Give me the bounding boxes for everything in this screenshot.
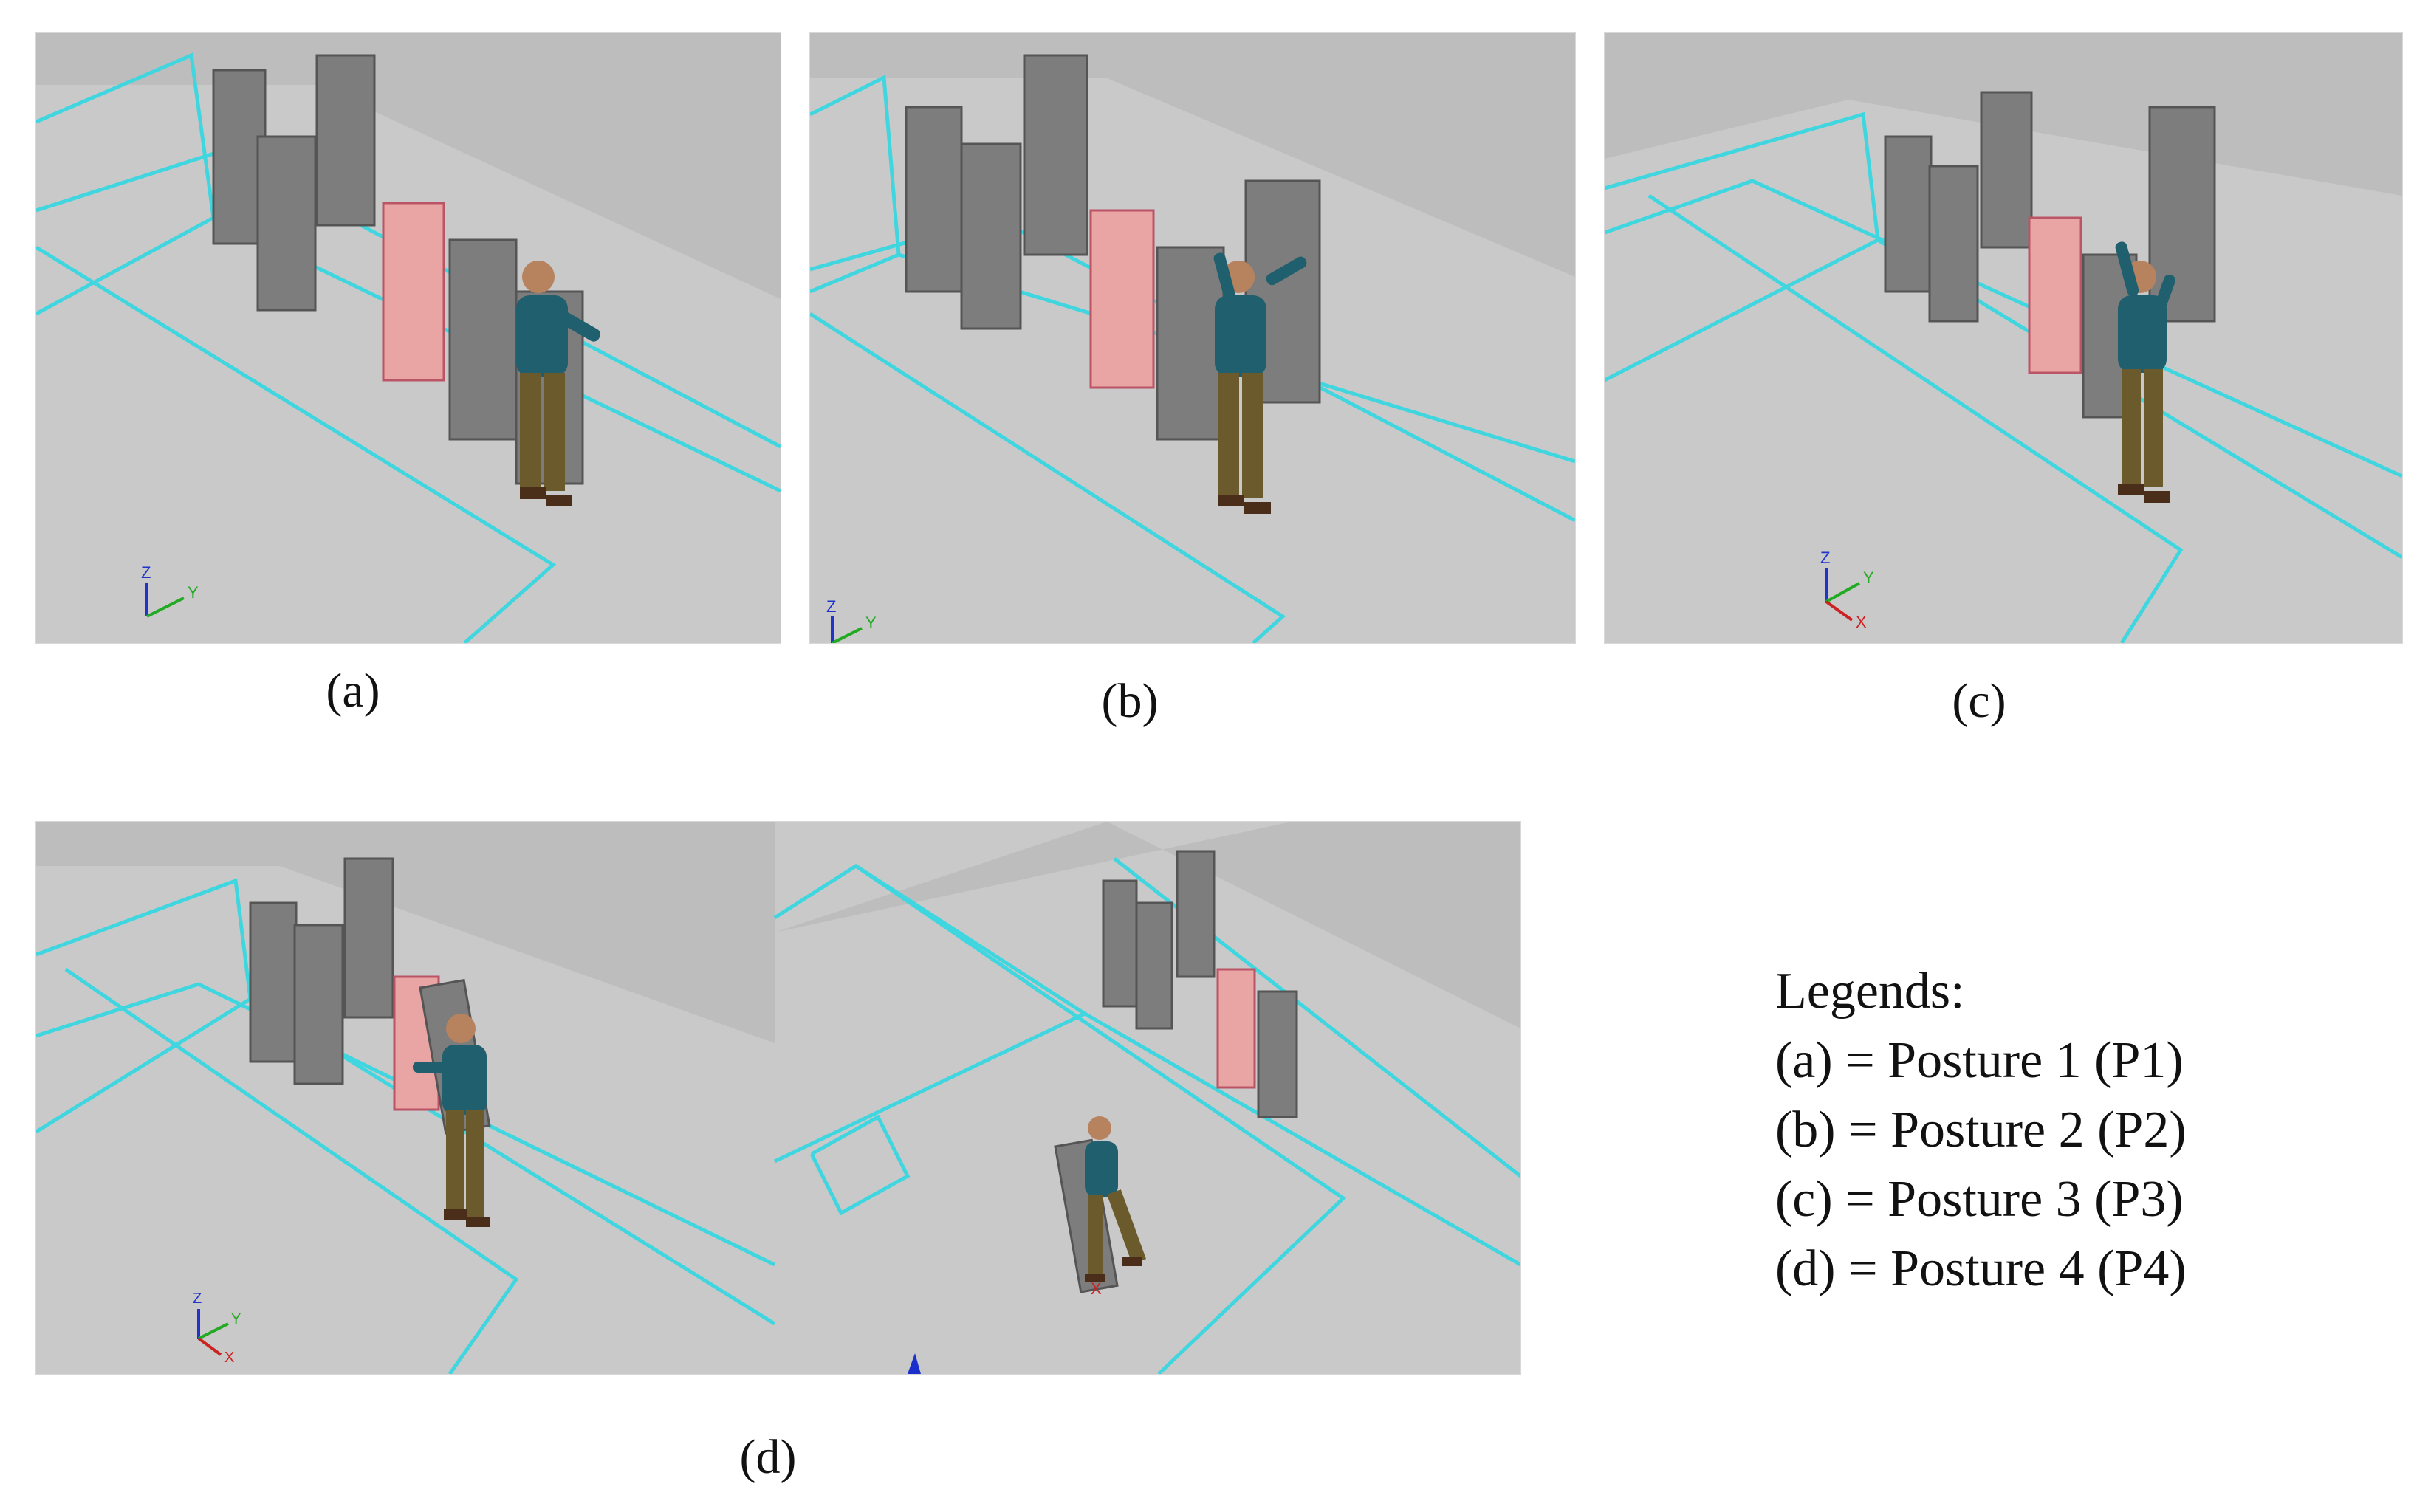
shelf-group [905,54,1321,441]
svg-text:X: X [224,1350,234,1366]
axis-gizmo: Z Y [826,597,877,643]
scene-c-render: Z Y X [1605,33,2402,643]
axis-gizmo: Z Y X [1820,549,1874,631]
scene-panel-d: Z Y X X [35,821,1521,1375]
scene-panel-b: Z Y [809,32,1576,644]
svg-text:X: X [1091,1279,1102,1298]
svg-text:Y: Y [231,1311,241,1327]
scene-d-render: Z Y X X [36,822,1520,1374]
caption-b: (b) [1101,674,1159,728]
worker-figure [516,261,601,506]
worker-figure [2115,241,2176,503]
target-shelf [1216,968,1256,1089]
caption-a: (a) [326,664,380,718]
legend-item-p3: (c) = Posture 3 (P3) [1775,1171,2184,1228]
worker-figure-carrying-shelf: X [1054,1116,1146,1298]
legend-item-p1: (a) = Posture 1 (P1) [1775,1032,2184,1089]
scene-a-render: Z Y [36,33,781,643]
svg-text:Z: Z [193,1291,202,1307]
svg-text:Y: Y [1863,568,1874,587]
target-shelf [2028,216,2082,374]
svg-text:Z: Z [826,597,836,616]
camera-marker-icon [908,1353,921,1374]
svg-text:Y: Y [865,614,877,632]
legend-title: Legends: [1775,963,1965,1020]
svg-text:Z: Z [1820,549,1830,567]
caption-c: (c) [1952,674,2006,728]
worker-figure [413,1014,490,1227]
target-shelf [1089,209,1155,389]
legend: Legends: (a) = Posture 1 (P1) (b) = Post… [1775,957,2187,1304]
target-shelf [382,202,445,382]
legend-item-p2: (b) = Posture 2 (P2) [1775,1102,2187,1158]
scene-b-render: Z Y [810,33,1575,643]
shelf-group [1102,850,1298,1118]
worker-figure [1213,252,1307,514]
legend-item-p4: (d) = Posture 4 (P4) [1775,1240,2187,1297]
svg-text:Z: Z [141,563,151,582]
caption-d: (d) [739,1430,797,1484]
axis-gizmo: Z Y [141,563,199,618]
scene-panel-c: Z Y X [1604,32,2403,644]
svg-text:X: X [1856,613,1867,631]
axis-gizmo: Z Y X [193,1291,241,1366]
scene-panel-a: Z Y [35,32,781,644]
svg-text:Y: Y [188,583,199,602]
